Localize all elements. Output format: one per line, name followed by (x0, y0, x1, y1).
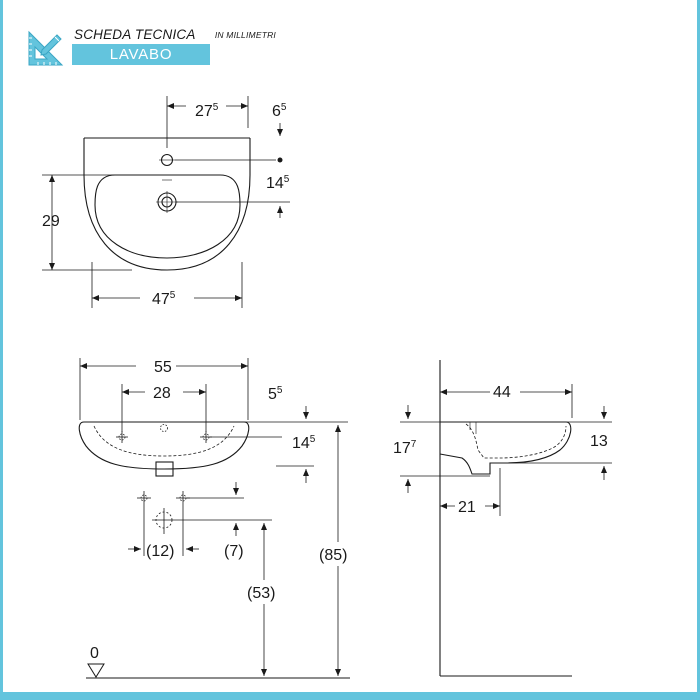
floor-level-label: 0 (90, 645, 99, 662)
title-row: SCHEDA TECNICA IN MILLIMETRI (74, 26, 280, 44)
supply-points-front (137, 491, 190, 534)
ruler-pencil-icon (28, 30, 64, 66)
front-view (78, 358, 350, 679)
basin-outline-front (78, 421, 250, 470)
fixing-holes-front (116, 424, 212, 443)
dim-front-total-height: (85) (319, 547, 347, 564)
dim-front-top: 55 (268, 385, 283, 403)
product-label: LAVABO (72, 44, 210, 65)
dim-top-rear: 65 (272, 102, 287, 120)
bowl-inner-side (465, 423, 567, 459)
dim-side-drain-offset: 21 (458, 499, 476, 516)
basin-outline-top (83, 138, 251, 271)
bowl-inner-front (93, 425, 235, 457)
floor-marker-icon (87, 663, 105, 678)
dim-front-fixings: 28 (153, 385, 171, 402)
basin-outline-side (439, 421, 572, 475)
dim-top-width: 475 (152, 290, 176, 308)
dim-front-supply-spacing: (12) (146, 543, 174, 560)
side-view (400, 360, 612, 677)
sheet-title: SCHEDA TECNICA (74, 27, 196, 42)
dim-top-drain-offset: 145 (266, 174, 290, 192)
units-note: IN MILLIMETRI (214, 30, 276, 40)
dim-front-drain-height: (53) (247, 585, 275, 602)
header: SCHEDA TECNICA IN MILLIMETRI LAVABO (22, 26, 282, 68)
dim-front-supply-drop: (7) (224, 543, 244, 560)
bowl-rim-top (94, 174, 241, 259)
dim-top-depth: 29 (42, 213, 60, 230)
top-view (42, 96, 290, 308)
bottom-accent-bar (0, 692, 700, 700)
dim-front-fixing-height: 145 (292, 434, 316, 452)
drain-outlet-front (155, 461, 174, 477)
dim-side-height: 177 (393, 439, 417, 457)
dim-side-projection: 44 (493, 384, 511, 401)
dim-front-width: 55 (154, 359, 172, 376)
dim-top-tap-offset: 275 (195, 102, 219, 120)
dim-side-bowl-height: 13 (590, 433, 608, 450)
